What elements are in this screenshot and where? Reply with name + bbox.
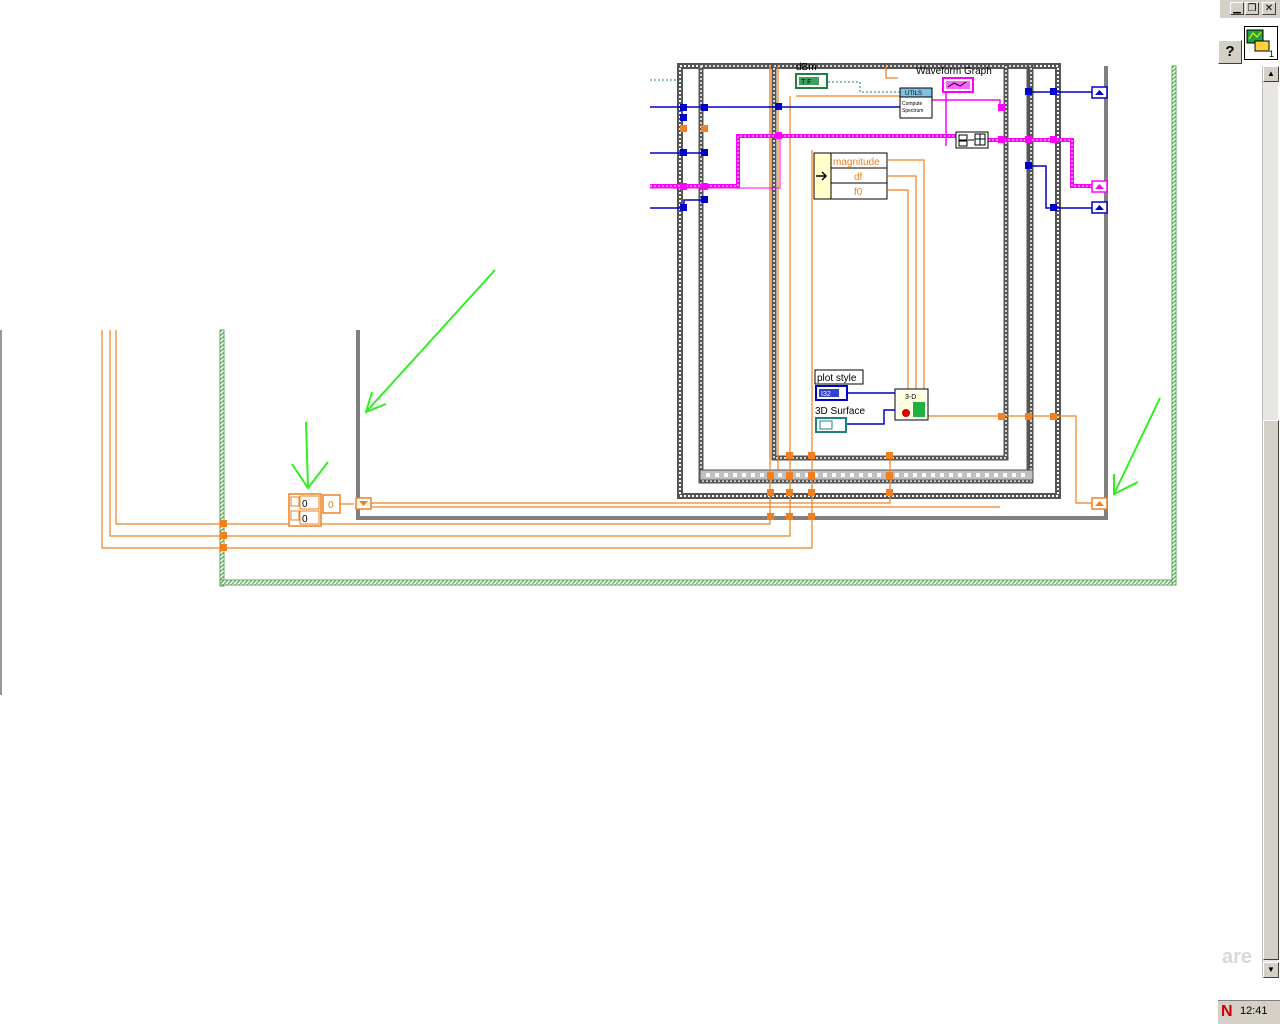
waveform-graph-label: Waveform Graph <box>916 66 992 77</box>
plot-style-type: I32 <box>821 391 831 398</box>
annotation-arrows <box>291 269 1161 496</box>
tunnels <box>220 88 1057 551</box>
green-arrow-2 <box>291 421 329 490</box>
numeric-constant[interactable]: 0 <box>322 494 341 514</box>
restore-icon: ❐ <box>1247 3 1257 14</box>
unbundle-item-f0: f0 <box>854 187 863 198</box>
clock[interactable]: 12:41 <box>1240 1005 1268 1017</box>
outer-structure[interactable] <box>219 65 1177 587</box>
close-button[interactable]: ✕ <box>1262 2 1276 15</box>
vi-icon-number: 1 <box>1269 49 1274 59</box>
plot-style-label: plot style <box>817 373 857 384</box>
plot-style-terminal[interactable]: I32 <box>815 385 848 401</box>
unbundle-item-df: df <box>854 172 863 183</box>
plot-style-label-box: plot style <box>814 369 864 385</box>
green-arrow-3 <box>1113 397 1161 496</box>
unbundle-item-magnitude: magnitude <box>833 157 880 168</box>
tray-logo-icon[interactable]: N <box>1221 1003 1233 1020</box>
close-icon: ✕ <box>1264 3 1274 14</box>
orange-wires[interactable] <box>101 66 1092 549</box>
dbm-wire <box>828 81 900 93</box>
shift-register-left[interactable] <box>355 497 372 510</box>
vi-icon-graphic: 1 <box>1246 29 1274 59</box>
3d-surface-label: 3D Surface <box>815 406 865 417</box>
3d-surface-refnum[interactable] <box>815 417 847 433</box>
scroll-down-button[interactable]: ▼ <box>1263 962 1279 978</box>
scroll-up-button[interactable]: ▲ <box>1263 66 1279 82</box>
nested-frames[interactable] <box>677 63 1061 499</box>
waveform-graph-terminal[interactable] <box>942 77 974 93</box>
system-tray: N 12:41 <box>1218 1000 1280 1024</box>
array-constant[interactable]: 0 0 <box>288 493 322 527</box>
utils-header: UTILS <box>905 91 922 97</box>
array-value-1: 0 <box>302 514 308 525</box>
context-help-button[interactable]: ? <box>1218 40 1242 64</box>
shift-register-right-blue-2[interactable] <box>1091 201 1108 214</box>
compute-text: Compute <box>902 101 923 107</box>
dbm-label: dBm <box>796 62 817 73</box>
scroll-thumb[interactable] <box>1263 420 1279 960</box>
restore-button[interactable]: ❐ <box>1245 2 1259 15</box>
compute-spectrum-vi[interactable]: UTILS Compute Spectrum <box>899 87 933 119</box>
scroll-up-icon: ▲ <box>1267 69 1275 78</box>
vertical-scrollbar[interactable]: ▲ ▼ <box>1262 66 1279 978</box>
shift-register-right-blue-1[interactable] <box>1091 86 1108 99</box>
gray-loop-structure[interactable] <box>356 66 1108 520</box>
build-array-node[interactable] <box>955 131 989 149</box>
spectrum-text: Spectrum <box>902 108 923 114</box>
3d-vi-label: 3-D <box>905 394 916 401</box>
green-dotted-wire <box>650 79 681 90</box>
unbundle-by-name[interactable]: magnitude df f0 <box>813 152 888 200</box>
help-icon: ? <box>1225 43 1235 60</box>
scroll-down-icon: ▼ <box>1267 965 1275 974</box>
shift-register-right-bottom[interactable] <box>1091 497 1108 510</box>
minimize-button[interactable]: ▁ <box>1230 2 1244 15</box>
green-arrow-1 <box>364 269 496 414</box>
minimize-icon: ▁ <box>1233 3 1241 14</box>
vi-icon[interactable]: 1 <box>1244 26 1278 60</box>
watermark-text: are <box>1222 946 1253 968</box>
dbm-boolean-constant[interactable]: T F <box>795 73 828 89</box>
dbm-constant-text: T F <box>801 79 811 86</box>
3d-plot-vi[interactable]: 3-D <box>894 388 929 421</box>
array-value-0: 0 <box>302 499 308 510</box>
shift-register-right-pink[interactable] <box>1091 180 1108 193</box>
numeric-constant-value: 0 <box>328 500 334 511</box>
